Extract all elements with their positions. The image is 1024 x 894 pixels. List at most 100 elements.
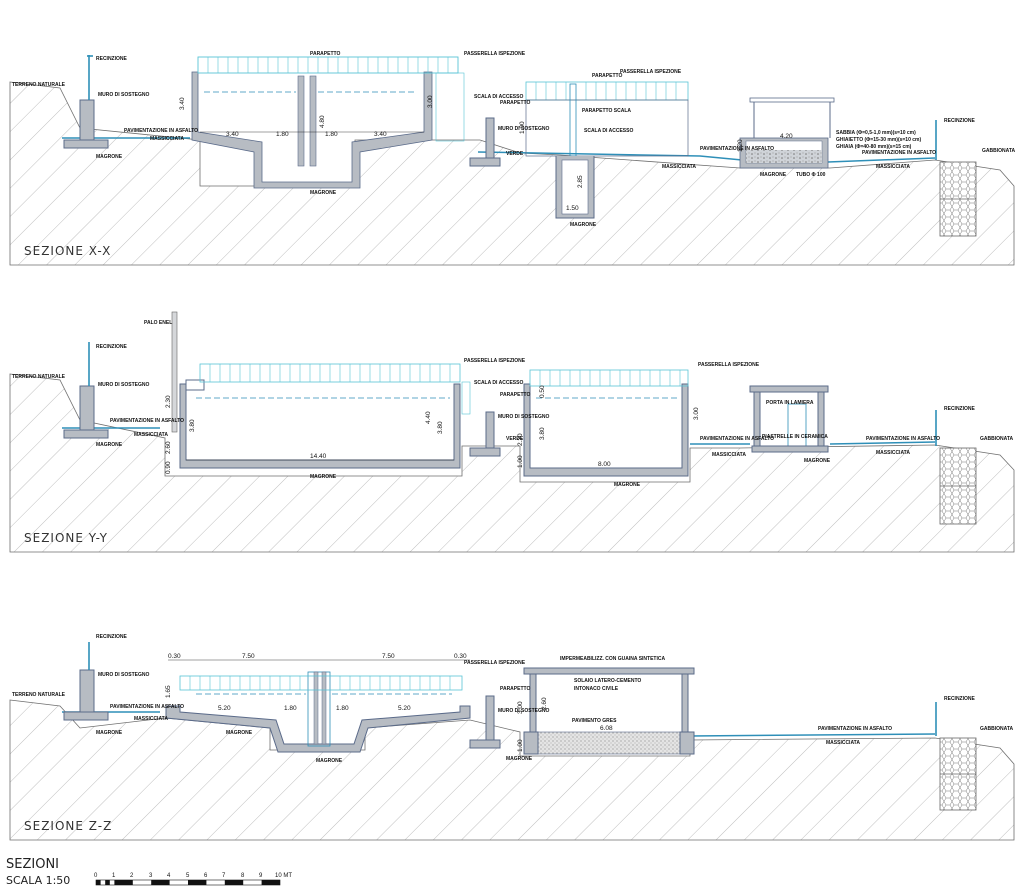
label-magrone-2: MAGRONE	[226, 730, 253, 736]
dim-w2: 1.80	[284, 705, 297, 712]
label-pavimentazione: PAVIMENTAZIONE IN ASFALTO	[124, 128, 198, 134]
scale-tick-10: 10 MT	[275, 873, 292, 879]
label-pav2: PAVIMENTAZIONE IN ASFALTO	[700, 146, 774, 152]
scale-tick-1: 1	[112, 873, 116, 879]
label-scala: SCALA DI ACCESSO	[474, 380, 523, 386]
dim-d3: 7.50	[382, 653, 395, 660]
dim-hA: 4.40	[425, 411, 432, 424]
scale-tick-9: 9	[259, 873, 263, 879]
label-passerella-2: PASSERELLA ISPEZIONE	[620, 69, 682, 75]
dim-h4: 1.00	[517, 455, 524, 468]
label-porta: PORTA IN LAMIERA	[766, 400, 814, 406]
label-massicciata: MASSICCIATA	[134, 716, 168, 722]
dim-w1: 3.40	[226, 131, 239, 138]
label-parapetto: PARAPETTO	[500, 686, 530, 692]
label-recinzione-2: RECINZIONE	[944, 406, 976, 412]
label-pav3: PAVIMENTAZIONE IN ASFALTO	[866, 436, 940, 442]
retaining-wall	[79, 99, 95, 141]
dim-h1: 3.80	[189, 419, 196, 432]
dim-hA2: 3.80	[437, 421, 444, 434]
label-magrone-4: MAGRONE	[506, 756, 533, 762]
dim-h1: 1.65	[165, 685, 172, 698]
label-scala: SCALA DI ACCESSO	[474, 94, 523, 100]
clarifier-tank	[191, 71, 433, 189]
label-recinzione: RECINZIONE	[96, 634, 128, 640]
section-z-z: 0.30 7.50 7.50 0.30 5.20 1.80 1.80 5.20 …	[9, 634, 1015, 841]
label-pav2: PAVIMENTAZIONE IN ASFALTO	[700, 436, 774, 442]
label-parapetto: PARAPETTO	[500, 392, 530, 398]
dim-w5: 6.08	[600, 725, 613, 732]
label-intonaco: INTONACO CIVILE	[574, 686, 619, 692]
dim-h0: 2.30	[165, 395, 172, 408]
label-passerella-2: PASSERELLA ISPEZIONE	[698, 362, 760, 368]
label-gabbionata: GABBIONATA	[980, 436, 1014, 442]
dim-hB2: 3.00	[693, 407, 700, 420]
label-terreno: TERRENO NATURALE	[12, 374, 66, 380]
section-x-x: 3.40 1.80 1.80 3.40 3.40 4.80 3.00 1.00 …	[9, 51, 1016, 266]
section-y-y: 14.40 8.00 2.30 3.80 2.60 0.90 4.40 3.80…	[9, 311, 1015, 553]
label-magrone-2: MAGRONE	[310, 474, 337, 480]
label-verde: VERDE	[506, 436, 524, 442]
label-terreno: TERRENO NATURALE	[12, 82, 66, 88]
dim-d1: 0.30	[168, 653, 181, 660]
dim-h1: 3.40	[179, 97, 186, 110]
label-massicciata: MASSICCIATA	[150, 136, 184, 142]
dim-hw: 2.85	[577, 175, 584, 188]
label-magrone-3: MAGRONE	[570, 222, 597, 228]
label-muro-2: MURO DI SOSTEGNO	[498, 414, 550, 420]
dim-h3: 0.90	[165, 461, 172, 474]
label-recinzione-2: RECINZIONE	[944, 696, 976, 702]
label-massicciata-2: MASSICCIATA	[826, 740, 860, 746]
scale-tick-7: 7	[222, 873, 226, 879]
label-massicciata-3: MASSICCIATA	[876, 164, 910, 170]
scale-tick-5: 5	[186, 873, 190, 879]
label-magrone: MAGRONE	[96, 730, 123, 736]
label-ghiaia: GHIAIA (Φ=40-80 mm)(s=15 cm)	[836, 144, 912, 150]
label-parapetto: PARAPETTO	[310, 51, 340, 57]
dim-hB: 3.80	[539, 427, 546, 440]
dim-h4: 2.60	[541, 697, 548, 710]
dim-w2: 1.80	[276, 131, 289, 138]
label-gabbionata: GABBIONATA	[980, 726, 1014, 732]
scale-tick-0: 0	[94, 873, 98, 879]
dim-h3: 3.00	[517, 701, 524, 714]
building-z	[523, 667, 695, 675]
dim-w4: 3.40	[374, 131, 387, 138]
tank-a	[179, 383, 461, 469]
scale-tick-2: 2	[130, 873, 134, 879]
dim-w1: 5.20	[218, 705, 231, 712]
label-piastrelle: PIASTRELLE IN CERAMICA	[762, 434, 828, 440]
label-massicciata: MASSICCIATA	[134, 432, 168, 438]
label-massicciata-2: MASSICCIATA	[662, 164, 696, 170]
label-passerella: PASSERELLA ISPEZIONE	[464, 51, 526, 57]
dim-wA: 14.40	[310, 453, 327, 460]
label-recinzione: RECINZIONE	[96, 344, 128, 350]
dim-wB: 8.00	[598, 461, 611, 468]
title-block: SEZIONI SCALA 1:50 0 1 2 3 4 5 6 7 8 9 1…	[6, 857, 292, 887]
dim-h2: 2.60	[165, 441, 172, 454]
ground-hatch	[9, 373, 1015, 553]
label-magrone-3: MAGRONE	[614, 482, 641, 488]
label-tubo: TUBO Φ 100	[796, 172, 826, 178]
label-pav2: PAVIMENTAZIONE IN ASFALTO	[818, 726, 892, 732]
label-impermeab: IMPERMEABILIZZ. CON GUAINA SINTETICA	[560, 656, 665, 662]
label-terreno: TERRENO NATURALE	[12, 692, 66, 698]
dim-hc: 4.80	[319, 115, 326, 128]
dim-w3: 1.80	[336, 705, 349, 712]
dim-d2: 7.50	[242, 653, 255, 660]
dim-ww: 1.50	[566, 205, 579, 212]
label-magrone-4: MAGRONE	[804, 458, 831, 464]
label-gabbionata: GABBIONATA	[982, 148, 1016, 154]
dim-h2: 1.00	[517, 739, 524, 752]
label-magrone-4: MAGRONE	[760, 172, 787, 178]
section-title-x: SEZIONE X-X	[24, 244, 111, 258]
label-parapetto-2: PARAPETTO	[500, 100, 530, 106]
label-muro-2: MURO DI SOSTEGNO	[498, 126, 550, 132]
label-magrone-2: MAGRONE	[310, 190, 337, 196]
dim-wf: 4.20	[780, 133, 793, 140]
dim-w3: 1.80	[325, 131, 338, 138]
dim-hf: 1.20	[737, 139, 744, 152]
label-recinzione: RECINZIONE	[96, 56, 128, 62]
label-pavimentazione: PAVIMENTAZIONE IN ASFALTO	[110, 704, 184, 710]
